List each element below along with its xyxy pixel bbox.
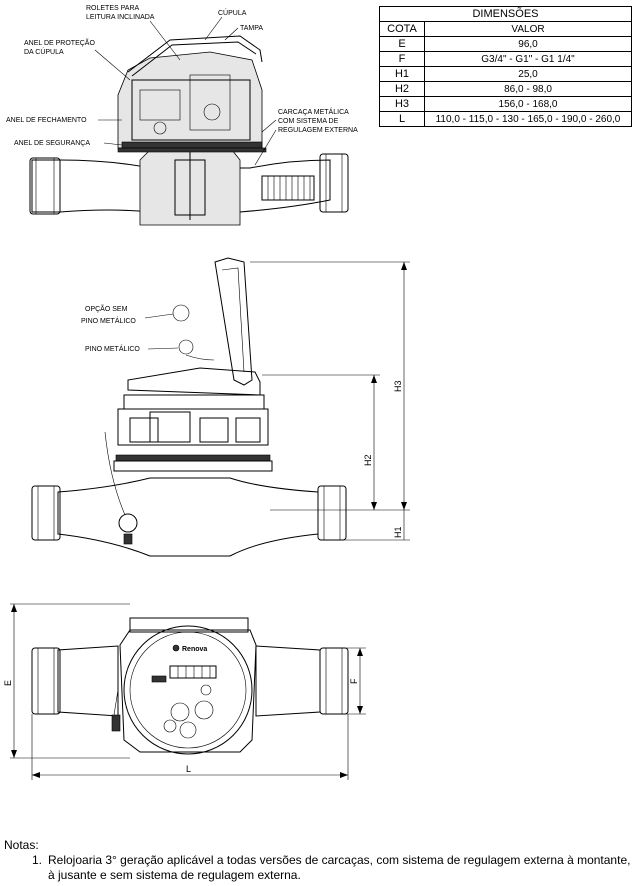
section-view [29,35,349,226]
dim-l: L [186,764,191,774]
section-view-labels: ROLETES PARA LEITURA INCLINADA CÚPULA TA… [6,5,358,166]
cell-cota: E [379,36,425,52]
label-roletes-1: ROLETES PARA [86,5,139,12]
cell-cota: H2 [379,81,425,97]
label-cupula: CÚPULA [218,8,247,17]
cell-valor: 86,0 - 98,0 [424,81,632,97]
side-view [31,257,347,557]
label-opcao-sem-1: OPÇÃO SEM [85,304,128,313]
dim-h3: H3 [393,380,403,392]
note-text: Relojoaria 3° geração aplicável a todas … [48,853,631,882]
table-row: E 96,0 [379,36,632,52]
label-anel-fechamento: ANEL DE FECHAMENTO [6,117,87,124]
cell-valor: G3/4" - G1" - G1 1/4" [424,51,632,67]
header-valor: VALOR [424,21,632,37]
notes-title: Notas: [4,838,39,852]
table-title: DIMENSÕES [379,6,632,22]
label-carcaca-3: REGULAGEM EXTERNA [278,127,358,134]
label-carcaca-2: COM SISTEMA DE [278,118,339,125]
side-view-labels: OPÇÃO SEM PINO METÁLICO PINO METÁLICO [81,304,179,353]
table-row: L 110,0 - 115,0 - 130 - 165,0 - 190,0 - … [379,111,632,127]
brand-renova: Renova [182,646,207,653]
cell-cota: L [379,111,425,127]
label-pino-metalico: PINO METÁLICO [85,344,140,353]
note-number: 1. [31,853,42,867]
cell-cota: H3 [379,96,425,112]
table-row: H1 25,0 [379,66,632,82]
notes-section: Notas: 1. Relojoaria 3° geração aplicáve… [4,838,632,883]
label-carcaca-1: CARCAÇA METÁLICA [278,107,349,116]
cell-cota: H1 [379,66,425,82]
table-row: H2 86,0 - 98,0 [379,81,632,97]
top-view-dimensions: E F L [3,603,366,780]
side-view-dimensions: H3 H2 H1 [250,261,410,541]
label-tampa: TAMPA [240,25,263,32]
top-view: Renova [31,617,349,755]
label-anel-protecao-1: ANEL DE PROTEÇÃO [24,38,95,47]
dim-h2: H2 [363,454,373,466]
label-anel-seguranca: ANEL DE SEGURANÇA [14,140,90,147]
header-cota: COTA [379,21,425,37]
cell-valor: 110,0 - 115,0 - 130 - 165,0 - 190,0 - 26… [424,111,632,127]
cell-valor: 156,0 - 168,0 [424,96,632,112]
dim-e: E [3,680,13,686]
note-item: 1. Relojoaria 3° geração aplicável a tod… [4,853,632,883]
table-row: F G3/4" - G1" - G1 1/4" [379,51,632,67]
dim-f: F [349,678,359,684]
label-opcao-sem-2: PINO METÁLICO [81,316,136,325]
cell-valor: 25,0 [424,66,632,82]
label-anel-protecao-2: DA CÚPULA [24,47,64,56]
cell-cota: F [379,51,425,67]
dimensions-table: DIMENSÕES COTA VALOR E 96,0 F G3/4" - G1… [379,6,632,127]
dim-h1: H1 [393,526,403,538]
label-roletes-2: LEITURA INCLINADA [86,14,155,21]
table-row: H3 156,0 - 168,0 [379,96,632,112]
cell-valor: 96,0 [424,36,632,52]
